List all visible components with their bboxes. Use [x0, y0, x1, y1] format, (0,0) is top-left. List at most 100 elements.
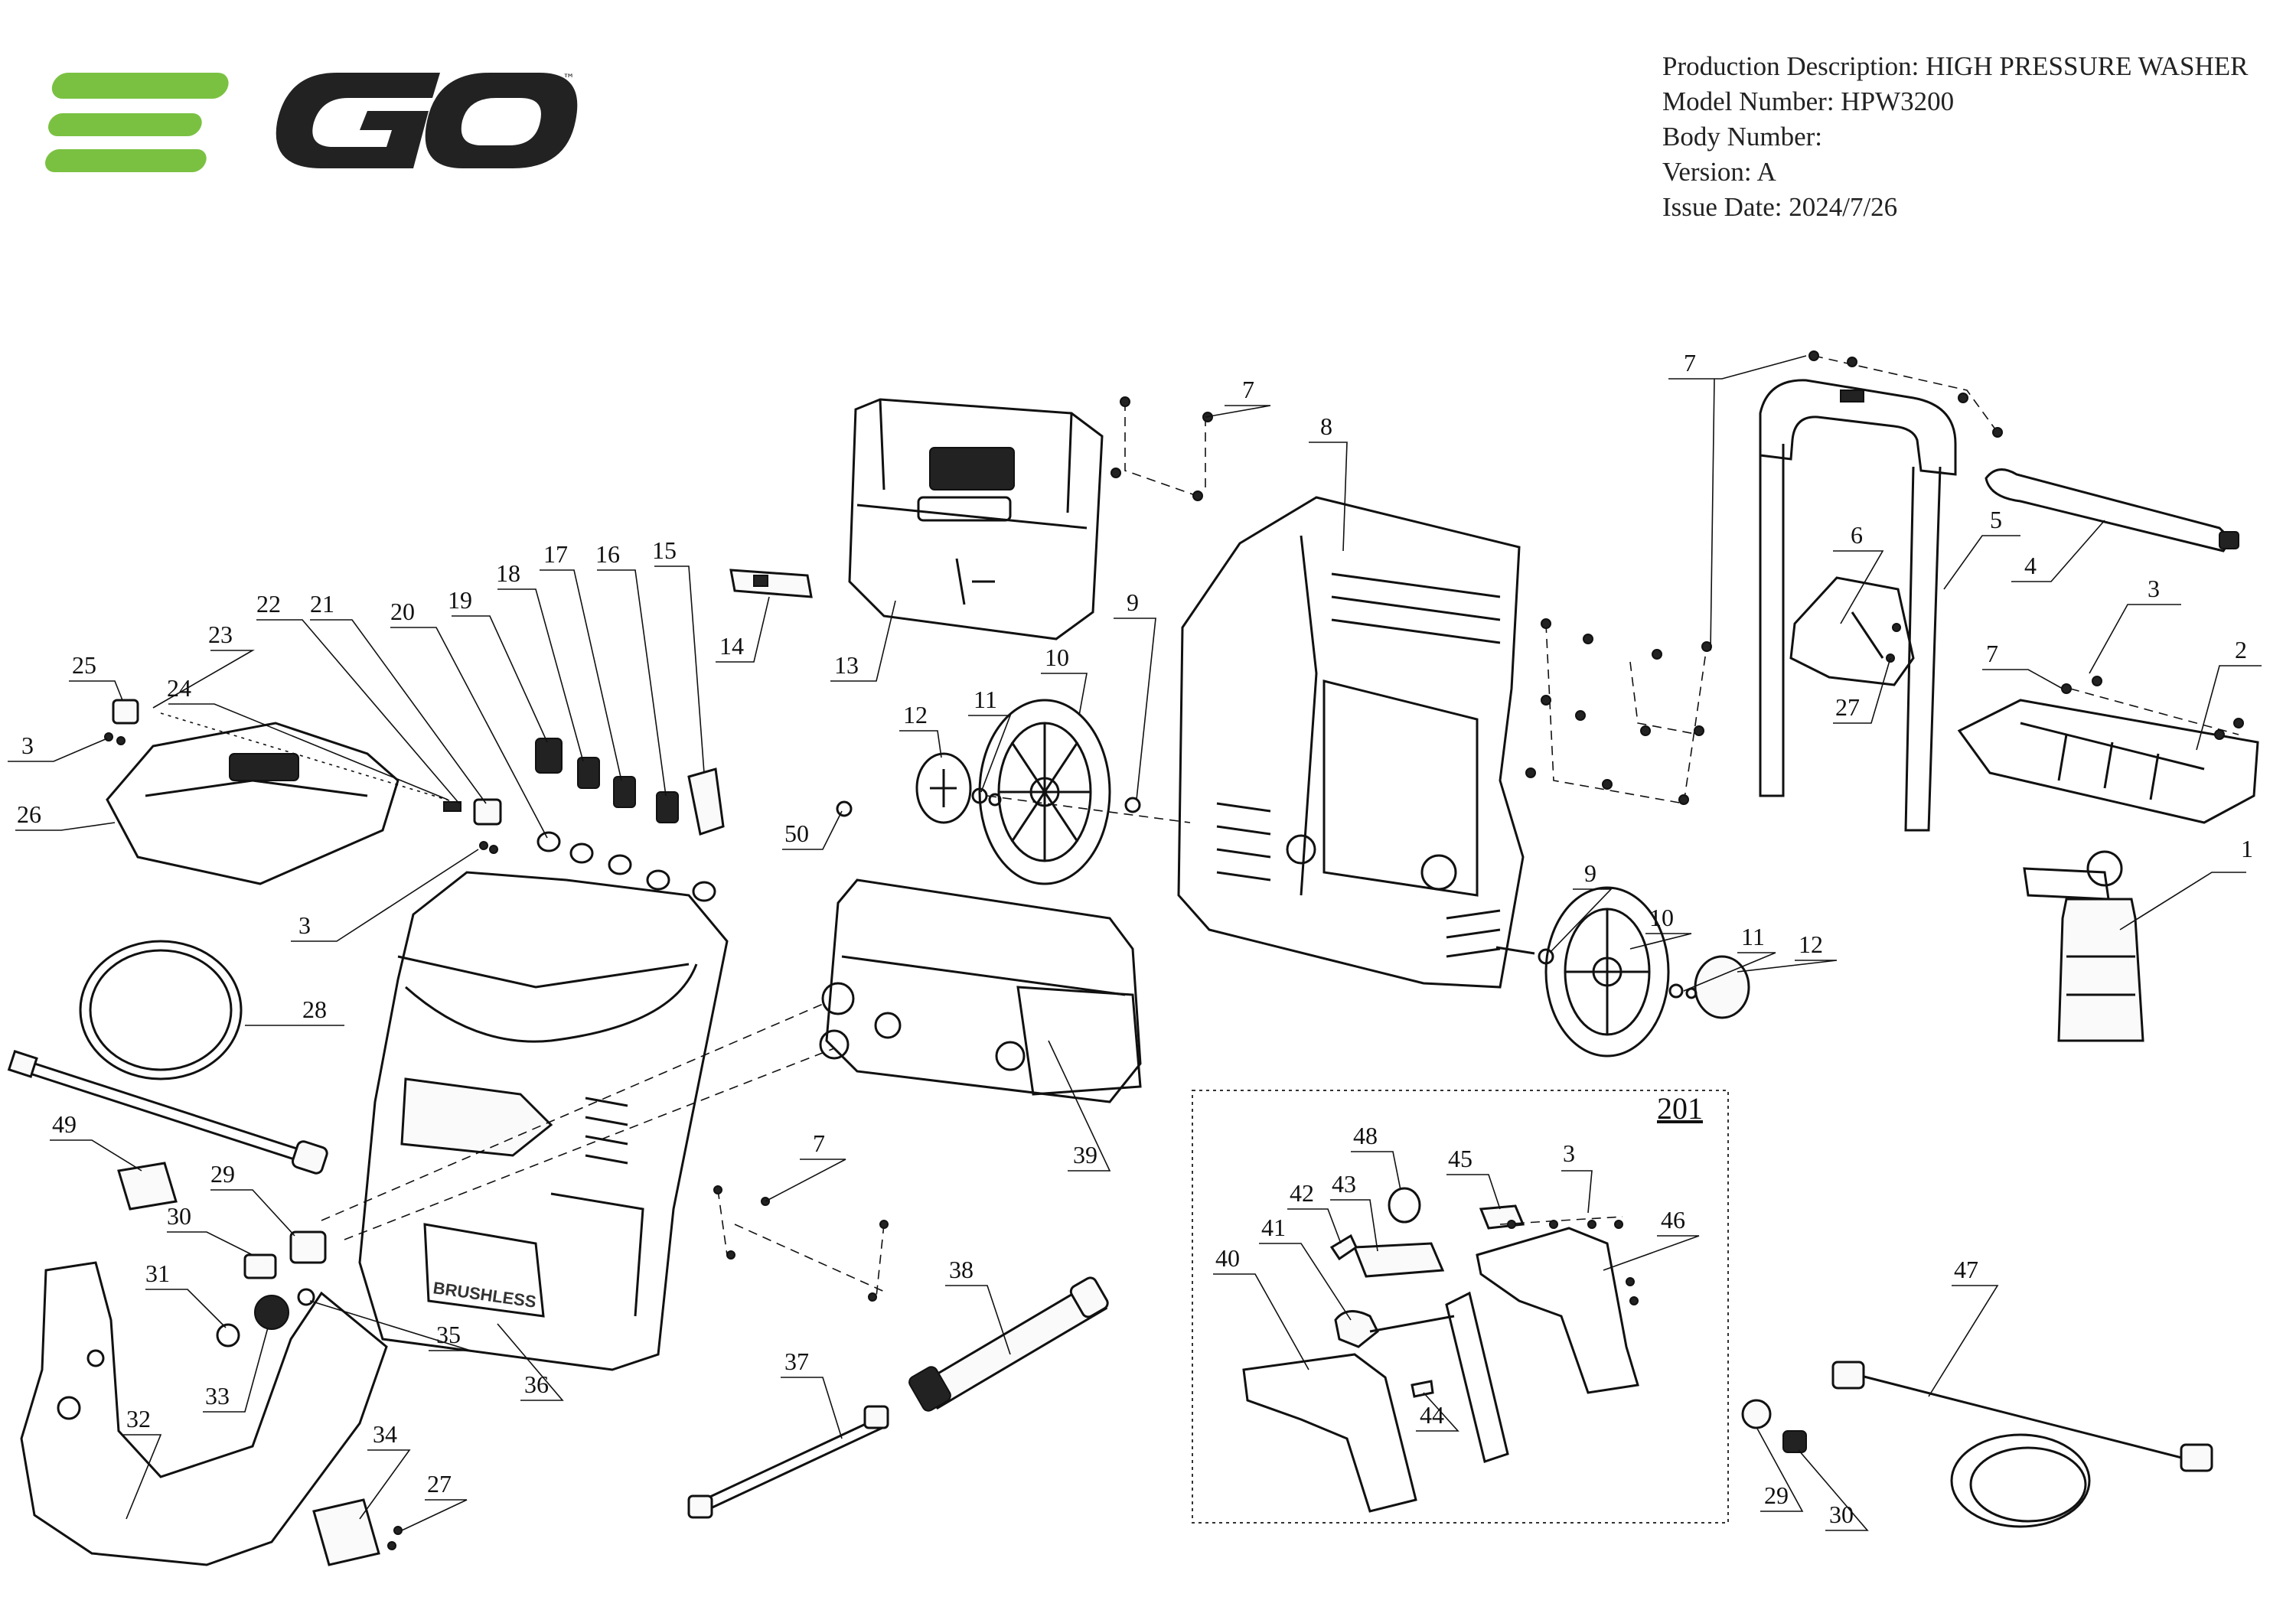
callout-20: 20	[390, 598, 415, 625]
part-13-upper-shroud	[848, 398, 1104, 640]
logo-trademark: ™	[563, 71, 575, 86]
callouts: 1 2 3 3 3 3 4 5 6 7 7 7 7	[8, 349, 2262, 1531]
callout-15: 15	[652, 536, 677, 564]
kit-201-gun-parts	[1242, 1187, 1639, 1513]
callout-19: 19	[448, 586, 472, 614]
callout-10-left: 10	[1045, 644, 1069, 671]
callout-10-right: 10	[1649, 904, 1674, 931]
callout-14: 14	[719, 632, 744, 660]
callout-11-right: 11	[1741, 923, 1765, 950]
part-37-lance	[687, 1405, 889, 1519]
callout-9-right: 9	[1584, 859, 1596, 887]
part-38-turbo-wand	[908, 1276, 1109, 1412]
logo-o	[425, 73, 578, 168]
callout-9-left: 9	[1127, 588, 1139, 616]
callout-3-tray: 3	[2148, 575, 2160, 602]
callout-31: 31	[145, 1260, 170, 1287]
callout-24: 24	[167, 674, 191, 702]
callout-8: 8	[1320, 412, 1332, 440]
body-number: Body Number:	[1662, 122, 1823, 152]
callout-7-top: 7	[1242, 376, 1254, 403]
callout-43: 43	[1332, 1170, 1356, 1198]
fittings-right	[1741, 1399, 1807, 1453]
part-10-wheel-right	[1544, 886, 1670, 1058]
callout-11-left: 11	[974, 686, 997, 713]
callout-12-right: 12	[1799, 930, 1823, 958]
callout-49: 49	[52, 1110, 77, 1138]
part-2-accessory-tray	[1957, 699, 2259, 824]
callout-42: 42	[1290, 1179, 1314, 1207]
callout-7-tray: 7	[1986, 640, 1998, 667]
callout-34: 34	[373, 1420, 397, 1448]
callout-50: 50	[784, 820, 809, 847]
callout-7-bottom: 7	[813, 1129, 825, 1157]
part-34-bracket	[312, 1498, 380, 1566]
callout-28: 28	[302, 996, 327, 1023]
callout-17: 17	[543, 540, 568, 568]
callout-1: 1	[2241, 835, 2253, 862]
callout-3-cover: 3	[21, 732, 34, 759]
model-number: Model Number: HPW3200	[1662, 86, 1955, 116]
assembly-lines	[321, 795, 1191, 1240]
part-47-hose	[1831, 1361, 2213, 1528]
callout-25: 25	[72, 651, 96, 679]
callout-22: 22	[256, 590, 281, 618]
callout-36: 36	[524, 1370, 549, 1398]
kit-201-label: 201	[1657, 1091, 1703, 1126]
latch-parts-21-25	[112, 699, 502, 826]
callout-41: 41	[1261, 1214, 1286, 1241]
callout-30-left: 30	[167, 1202, 191, 1230]
document-info-block: Production Description: HIGH PRESSURE WA…	[1662, 49, 2249, 225]
callout-48: 48	[1353, 1122, 1378, 1149]
part-4-strap	[1985, 468, 2239, 552]
washers-nuts	[971, 787, 1698, 999]
part-8-main-frame	[1177, 496, 1525, 989]
part-26-battery-cover	[106, 722, 400, 885]
callout-6: 6	[1851, 521, 1863, 549]
callout-29-right: 29	[1764, 1481, 1789, 1509]
callout-26: 26	[17, 800, 41, 828]
callout-38: 38	[949, 1256, 974, 1283]
callout-7-handle: 7	[1684, 349, 1696, 376]
logo-g	[276, 73, 440, 168]
logo-bar-mid	[48, 113, 202, 136]
callout-3-kit: 3	[1563, 1139, 1575, 1167]
callout-33: 33	[205, 1382, 230, 1410]
callout-44: 44	[1420, 1401, 1444, 1429]
callout-5: 5	[1990, 506, 2002, 533]
ego-logo: ™	[45, 71, 578, 172]
callout-47: 47	[1954, 1256, 1978, 1283]
callout-13: 13	[834, 651, 859, 679]
callout-29-left: 29	[210, 1160, 235, 1188]
callout-12-left: 12	[903, 701, 928, 728]
callout-27-bracket: 27	[1835, 693, 1860, 721]
callout-27-frame: 27	[427, 1470, 452, 1498]
callout-2: 2	[2235, 636, 2247, 663]
logo-bar-bottom	[45, 149, 207, 172]
callout-30-right: 30	[1829, 1501, 1854, 1528]
part-6-hose-hook	[1789, 576, 1915, 686]
callout-39: 39	[1073, 1141, 1097, 1168]
callout-23: 23	[208, 621, 233, 648]
version: Version: A	[1662, 157, 1776, 187]
callout-35: 35	[436, 1321, 461, 1348]
callout-3-latch: 3	[298, 911, 311, 939]
part-32-front-frame	[20, 1261, 388, 1566]
nozzles-15-20	[535, 738, 725, 902]
part-1-foam-cannon	[2023, 850, 2144, 1042]
production-description: Production Description: HIGH PRESSURE WA…	[1662, 51, 2249, 81]
part-39-pump-motor	[819, 878, 1142, 1103]
logo-bar-top	[51, 73, 229, 99]
callout-40: 40	[1215, 1244, 1240, 1272]
issue-date: Issue Date: 2024/7/26	[1662, 192, 1898, 222]
callout-18: 18	[496, 559, 520, 587]
part-14-badge	[729, 569, 813, 598]
callout-37: 37	[784, 1348, 809, 1375]
part-12-hub-cap-right	[1694, 955, 1750, 1019]
part-28-hose	[7, 940, 328, 1175]
callout-21: 21	[310, 590, 334, 618]
part-36-main-housing: BRUSHLESS	[358, 871, 729, 1371]
part-10-wheel-left	[978, 699, 1111, 885]
callout-4: 4	[2024, 552, 2037, 579]
